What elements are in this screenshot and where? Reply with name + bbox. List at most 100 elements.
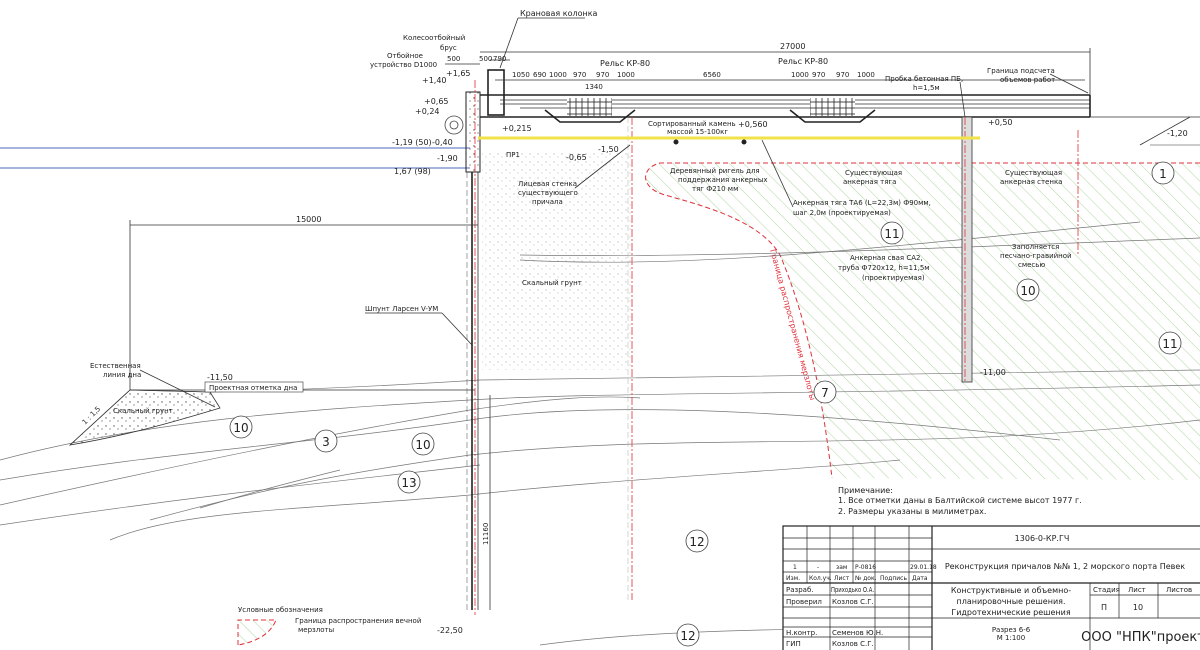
- hdr-ndoc: № док.: [855, 575, 877, 582]
- drawing-code: 1306-0-КР.ГЧ: [1015, 534, 1070, 543]
- svg-text:10: 10: [1020, 284, 1035, 298]
- design-bottom-label: Проектная отметка дна: [209, 384, 297, 392]
- hdr-izm: Изм.: [786, 575, 800, 582]
- svg-text:12: 12: [689, 535, 704, 549]
- elev: -11,50: [207, 373, 233, 382]
- berth-deck: [480, 69, 1200, 600]
- elev: +0,50: [988, 118, 1013, 127]
- anchor-pile-label: (проектируемая): [862, 274, 925, 282]
- plug-label: h=1,5м: [913, 84, 940, 92]
- dim-text: 6560: [703, 71, 721, 79]
- dimension-texts: 27000 15000 500 500 790 1050 690 1000 97…: [296, 42, 875, 545]
- crane-column-label: Крановая колонка: [520, 9, 598, 18]
- fender-label: устройство D1000: [370, 61, 437, 69]
- elev: -0,40: [432, 138, 453, 147]
- dim-text: 11160: [482, 523, 490, 545]
- existing-wall-label: Существующая: [1005, 169, 1062, 177]
- rail-label: Рельс КР-80: [778, 57, 828, 66]
- elev: -22,50: [437, 626, 463, 635]
- anchor-pile-label: труба Ф720х12, h=11,5м: [838, 264, 930, 272]
- notes: Примечание: 1. Все отметки даны в Балтий…: [838, 486, 1082, 516]
- sheet-value: 10: [1133, 603, 1143, 612]
- anchor-rod-label: шаг 2,0м (проектируемая): [793, 209, 891, 217]
- project-name: Реконструкция причалов №№ 1, 2 морского …: [945, 562, 1185, 571]
- dim-text: 1000: [617, 71, 635, 79]
- fill-label: смесью: [1018, 261, 1045, 269]
- sheet-pile-wall: [465, 80, 481, 615]
- wheel-guard-label: Колесоотбойный: [403, 34, 465, 42]
- fill-label: песчано-гравийной: [1000, 252, 1072, 260]
- pr1-label: ПР1: [506, 151, 520, 159]
- svg-text:11: 11: [884, 227, 899, 241]
- layer-marker: 3: [314, 429, 338, 453]
- stone-label: массой 15-100кг: [667, 128, 728, 136]
- elev: +0,65: [424, 97, 449, 106]
- stone-label: Сортированный камень: [648, 120, 736, 128]
- existing-rod-label: Существующая: [845, 169, 902, 177]
- stage-label: Стадия: [1093, 586, 1120, 594]
- existing-wall-label: анкерная стенка: [1000, 178, 1062, 186]
- dim-text: 500: [447, 55, 460, 63]
- svg-text:11: 11: [1162, 337, 1177, 351]
- elev: +1,65: [446, 69, 471, 78]
- section-title: Конструктивные и объемно-: [951, 586, 1071, 595]
- rock-berm: [68, 389, 221, 446]
- layer-marker: 12: [676, 623, 700, 647]
- elev: -1,90: [437, 154, 458, 163]
- hdr-date: Дата: [912, 575, 928, 582]
- larsen-label: Шпунт Ларсен V-УМ: [365, 305, 438, 313]
- note-item: 1. Все отметки даны в Балтийской системе…: [838, 496, 1082, 505]
- layer-marker: 10: [1016, 278, 1040, 302]
- section-title: Гидротехнические решения: [951, 608, 1071, 617]
- legend-item: Граница распространения вечной: [295, 617, 421, 625]
- dim-text: 970: [596, 71, 609, 79]
- anchor-rod-label: Анкерная тяга ТА6 (L=22,3м) Ф90мм,: [793, 199, 931, 207]
- timber-label: поддержания анкерных: [678, 176, 768, 184]
- dim-text: 690: [533, 71, 546, 79]
- soil-layer-markers: 1 11 10 11 7 10 3 10 13 12 12: [229, 161, 1182, 647]
- elev: 1,67 (98): [394, 167, 431, 176]
- boundary-label: объемов работ: [1000, 76, 1055, 84]
- role-name: Козлов С.Г.: [832, 640, 874, 648]
- elev: -1,19 (50): [392, 138, 432, 147]
- layer-marker: 11: [880, 221, 904, 245]
- timber-label: тяг Ф210 мм: [692, 185, 738, 193]
- layer-marker: 1: [1151, 161, 1175, 185]
- elev: -1,20: [1167, 129, 1188, 138]
- rev-qty: -: [817, 564, 819, 571]
- dim-27000: 27000: [780, 42, 805, 51]
- elev: -11,00: [980, 368, 1006, 377]
- legend: Условные обозначения Граница распростран…: [237, 606, 421, 646]
- face-wall-label: причала: [532, 198, 563, 206]
- hdr-sign: Подпись: [880, 575, 907, 582]
- legend-title: Условные обозначения: [238, 606, 323, 614]
- elev: +0,215: [502, 124, 532, 133]
- dim-text: 970: [836, 71, 849, 79]
- rail-label: Рельс КР-80: [600, 59, 650, 68]
- drawing-name: Разрез 6-6: [992, 626, 1031, 634]
- timber-label: Деревянный ригель для: [670, 167, 760, 175]
- rock-label: Скальный грунт: [522, 279, 582, 287]
- plug-label: Пробка бетонная ПБ,: [885, 75, 963, 83]
- fill-label: Заполняется: [1012, 243, 1059, 251]
- elev: -0,65: [566, 153, 587, 162]
- natural-bottom-label: линия дна: [103, 371, 141, 379]
- role: Проверил: [786, 598, 822, 606]
- svg-text:3: 3: [322, 435, 330, 449]
- dim-text: 970: [573, 71, 586, 79]
- rock-label: Скальный грунт: [113, 407, 173, 415]
- elev: +0,24: [415, 107, 440, 116]
- svg-text:7: 7: [821, 386, 829, 400]
- elev: -1,50: [598, 145, 619, 154]
- svg-text:12: 12: [680, 629, 695, 643]
- layer-marker: 7: [813, 380, 837, 404]
- dim-text: 970: [812, 71, 825, 79]
- note-item: 2. Размеры указаны в милиметрах.: [838, 507, 986, 516]
- svg-text:1: 1: [1159, 167, 1167, 181]
- wheel-guard-label: брус: [440, 44, 457, 52]
- natural-bottom-label: Естественная: [90, 362, 141, 370]
- title-block: 1306-0-КР.ГЧ Реконструкция причалов №№ 1…: [782, 525, 1200, 650]
- svg-text:13: 13: [401, 476, 416, 490]
- elev: +0,560: [738, 120, 768, 129]
- sheet-label: Лист: [1128, 586, 1146, 594]
